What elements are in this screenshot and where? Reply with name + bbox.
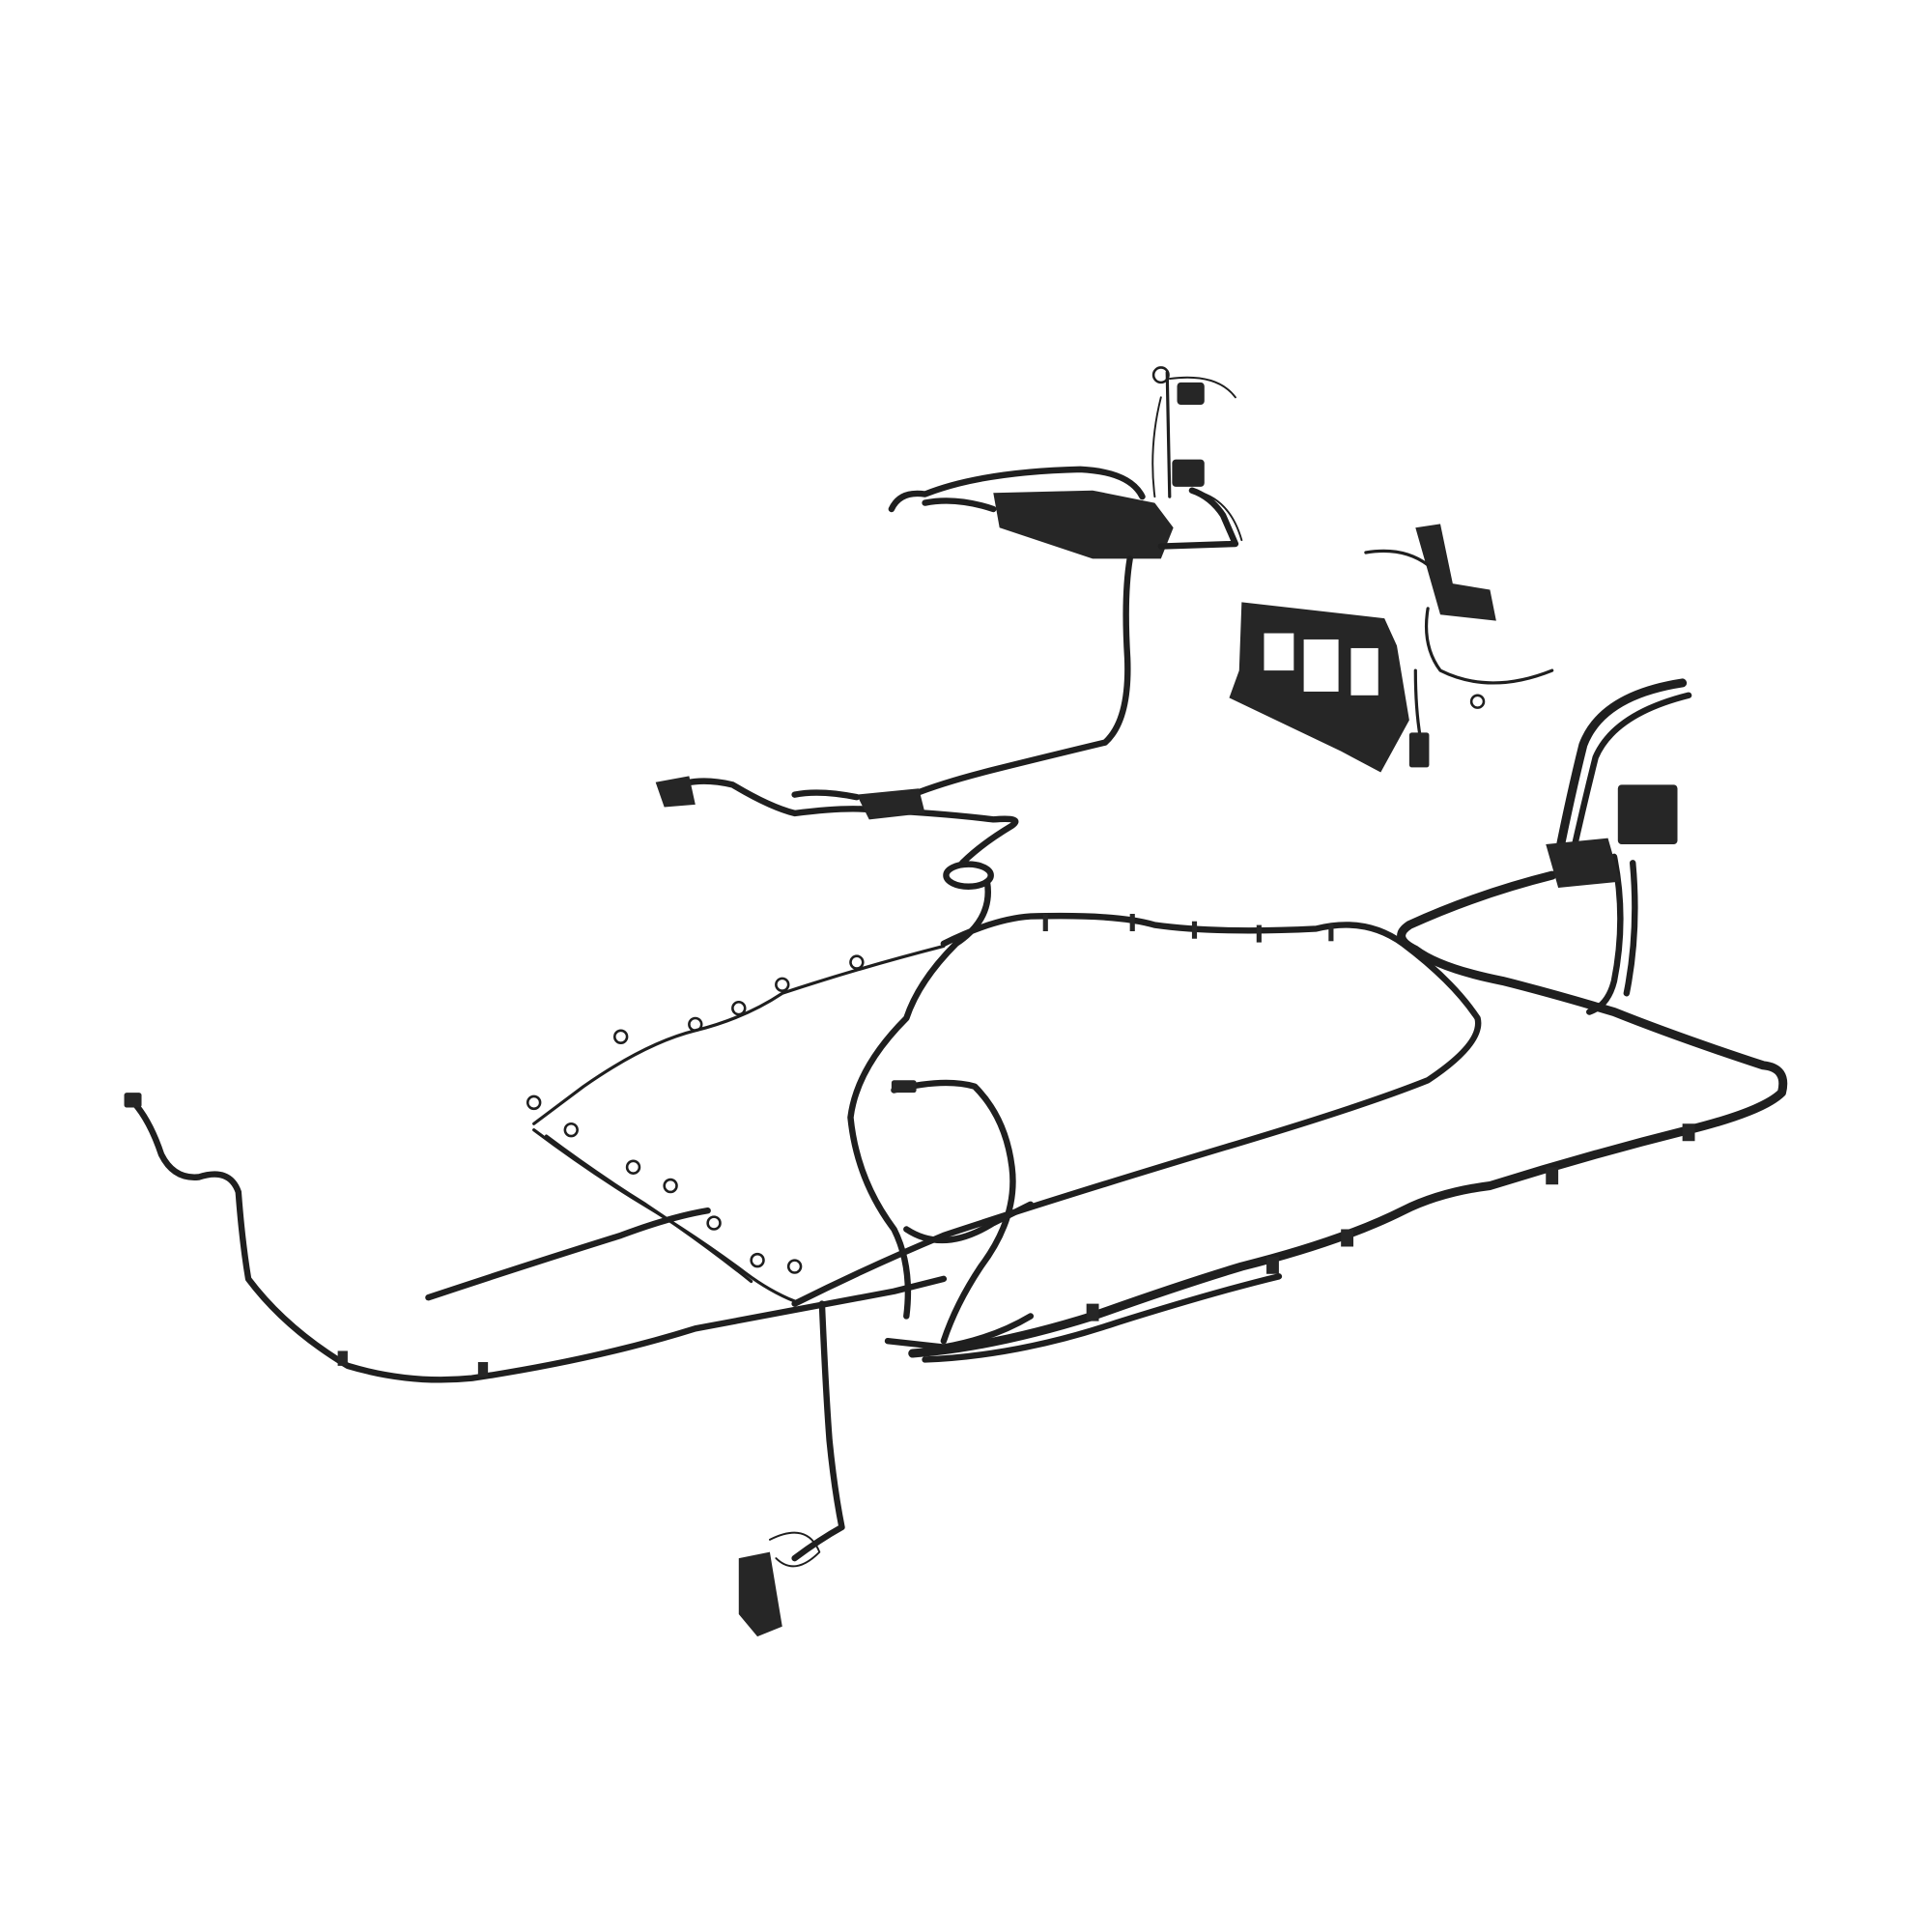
right-cluster	[1546, 678, 1692, 1015]
long-left-cable	[124, 1093, 948, 1383]
lower-right-trunk	[908, 870, 1788, 1363]
cable-clips	[337, 694, 1695, 1378]
top-module-assembly	[888, 366, 1243, 559]
mounting-panel	[1229, 602, 1409, 773]
top-right-module	[1364, 524, 1554, 768]
bottom-drop-cable	[738, 1300, 845, 1637]
center-trunk-cable	[655, 555, 1133, 1320]
